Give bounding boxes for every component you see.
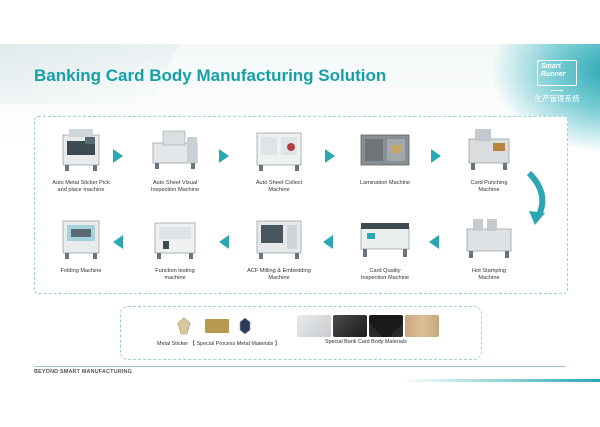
machine-label-line1: Folding Machine xyxy=(60,268,102,274)
machine-label-line1: Card Punching xyxy=(470,180,508,186)
smart-runner-logo: Smart Runner 生产管理系统 xyxy=(532,60,582,104)
lamination-machine-image xyxy=(360,134,410,166)
machine-label-line2: Machine xyxy=(268,275,290,281)
footer-accent-bar xyxy=(400,379,600,382)
machine-card-quality: Card Quality Inspection Machine xyxy=(341,213,429,282)
machine-label-line1: Auto Sheet Visual xyxy=(152,180,198,186)
card-quality-machine-image xyxy=(360,223,410,257)
machine-label-line2: Machine xyxy=(478,187,500,193)
machine-label-line2: Inspection Machine xyxy=(360,275,410,281)
logo-word-line2: Runner xyxy=(541,71,566,78)
curved-arrow-down-icon xyxy=(526,171,546,225)
machine-label-line2: Machine xyxy=(268,187,290,193)
machine-label: Card Quality Inspection Machine xyxy=(341,268,429,282)
metal-card-icon xyxy=(205,319,229,333)
machine-label-line2: Machine xyxy=(478,275,500,281)
arrow-right-icon xyxy=(325,149,335,163)
arrow-left-icon xyxy=(113,235,123,249)
machine-label: Card Punching Machine xyxy=(445,180,533,194)
function-testing-machine-image xyxy=(154,222,196,259)
machine-function-testing: Function testing machine xyxy=(131,213,219,282)
folding-machine-image xyxy=(62,220,100,259)
process-flow: Auto Metal Sticker Pick and place machin… xyxy=(34,116,568,294)
machine-label-line2: Inspection Machine xyxy=(150,187,200,193)
arrow-left-icon xyxy=(323,235,333,249)
machine-label: Auto Sheet Visual Inspection Machine xyxy=(131,180,219,194)
monitor-stand xyxy=(551,86,563,91)
arrow-left-icon xyxy=(429,235,439,249)
machine-label-line1: ACF Milling & Embedding xyxy=(247,268,311,274)
machine-label: Auto Sheet Collect Machine xyxy=(235,180,323,194)
logo-subtitle: 生产管理系统 xyxy=(534,94,580,103)
card-sample-wood xyxy=(405,315,439,337)
machine-label: Function testing machine xyxy=(131,268,219,282)
machine-label: Folding Machine xyxy=(37,268,125,275)
acf-milling-machine-image xyxy=(256,220,302,259)
machine-sheet-collect: Auto Sheet Collect Machine xyxy=(235,125,323,194)
slide-title: Banking Card Body Manufacturing Solution xyxy=(34,66,387,85)
hot-stamping-machine-image xyxy=(466,219,512,258)
machine-label: Lamination Machine xyxy=(341,180,429,187)
monitor-icon: Smart Runner xyxy=(537,60,577,86)
machine-label: ACF Milling & Embedding Machine xyxy=(235,268,323,282)
card-materials-label: Special Bank Card Body Materials xyxy=(325,339,407,345)
visual-inspection-machine-image xyxy=(152,130,198,169)
machine-label: Auto Metal Sticker Pick and place machin… xyxy=(37,180,125,194)
metal-sticker-label: Metal Sticker 【 Special Process Metal Ma… xyxy=(157,341,281,347)
machine-label-line2: and place machine xyxy=(57,187,105,193)
machine-label-line1: Function testing xyxy=(155,268,195,274)
arrow-right-icon xyxy=(431,149,441,163)
machine-card-punching: Card Punching Machine xyxy=(445,125,533,194)
machine-label: Hot Stamping Machine xyxy=(445,268,533,282)
card-sample-black xyxy=(333,315,367,337)
slide: Banking Card Body Manufacturing Solution… xyxy=(0,44,600,382)
machine-label-line1: Auto Sheet Collect xyxy=(255,180,303,186)
machine-lamination: Lamination Machine xyxy=(341,125,429,187)
logo-word-line1: Smart xyxy=(541,63,561,70)
sheet-collect-machine-image xyxy=(256,132,302,171)
card-punching-machine-image xyxy=(468,129,510,170)
footer-tagline: BEYOND SMART MANUFACTURING xyxy=(34,369,133,375)
machine-label-line1: Card Quality xyxy=(369,268,401,274)
machine-acf-milling: ACF Milling & Embedding Machine xyxy=(235,213,323,282)
card-sample-silver xyxy=(297,315,331,337)
footer-divider xyxy=(34,366,566,367)
machine-label-line2: machine xyxy=(164,275,186,281)
machine-label-line1: Lamination Machine xyxy=(359,180,411,186)
machine-metal-sticker: Auto Metal Sticker Pick and place machin… xyxy=(37,125,125,194)
machine-label-line1: Hot Stamping xyxy=(472,268,506,274)
arrow-right-icon xyxy=(219,149,229,163)
metal-sticker-icon xyxy=(177,317,191,335)
logo-word: Smart Runner xyxy=(538,61,576,79)
machine-visual-inspection: Auto Sheet Visual Inspection Machine xyxy=(131,125,219,194)
machine-hot-stamping: Hot Stamping Machine xyxy=(445,213,533,282)
arrow-right-icon xyxy=(113,149,123,163)
metal-sticker-machine-image xyxy=(62,129,100,171)
machine-label-line1: Auto Metal Sticker Pick xyxy=(52,180,110,186)
materials-panel: Metal Sticker 【 Special Process Metal Ma… xyxy=(120,306,482,360)
metal-badge-icon xyxy=(239,317,251,335)
machine-folding: Folding Machine xyxy=(37,213,125,275)
card-sample-carbon xyxy=(369,315,403,337)
arrow-left-icon xyxy=(219,235,229,249)
